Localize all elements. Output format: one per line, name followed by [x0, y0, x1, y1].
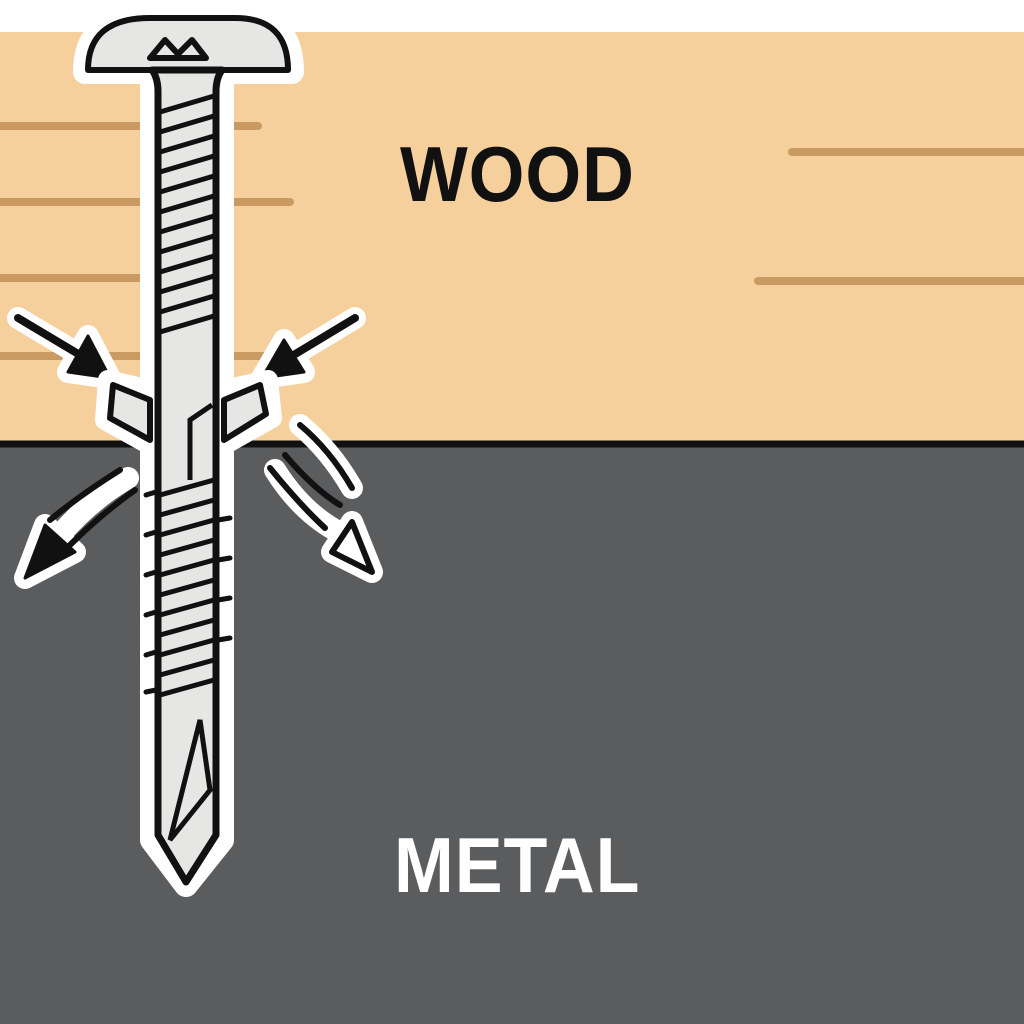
metal-label: METAL [394, 821, 641, 909]
arrow-icon [7, 307, 383, 589]
wood-label: WOOD [400, 130, 635, 218]
self-drilling-screw-icon [73, 3, 304, 897]
